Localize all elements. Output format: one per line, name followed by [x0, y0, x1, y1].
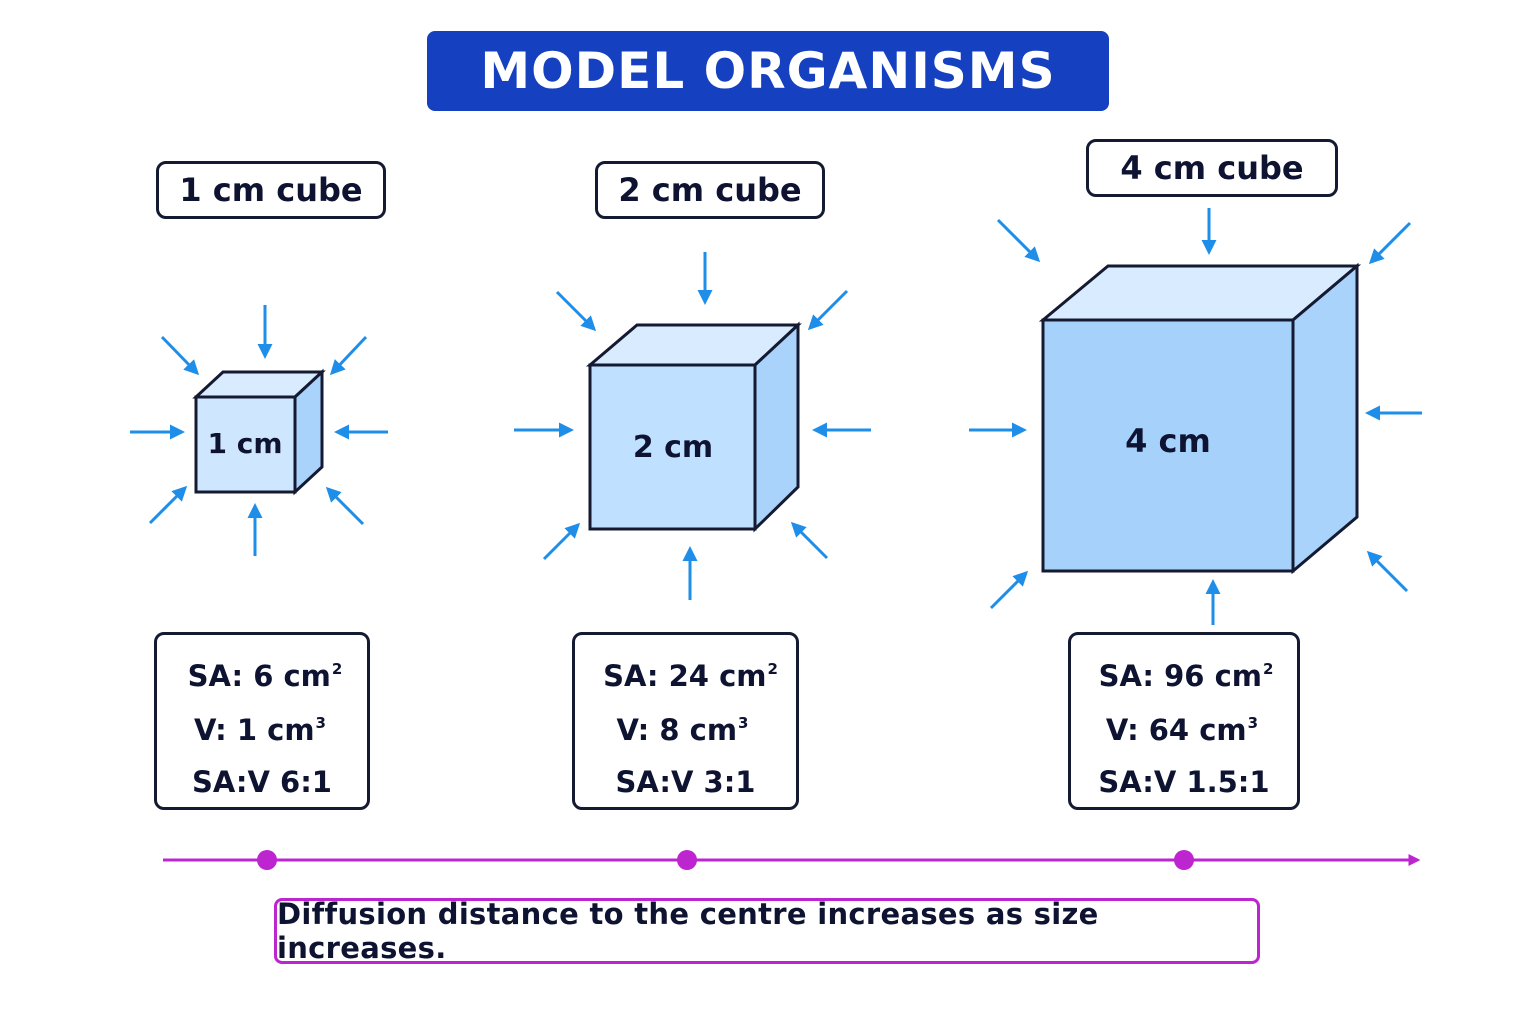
cube-1: 1 cm: [192, 368, 326, 496]
cube-2-stats: SA: 24 cm2 V: 8 cm3 SA:V 3:1: [572, 632, 799, 810]
diffusion-note: Diffusion distance to the centre increas…: [277, 897, 1099, 965]
cube-3-side-face: [1291, 262, 1359, 575]
cube-3-arrows: [969, 208, 1422, 625]
cube-1-volume: V: 1 cm3: [194, 713, 326, 747]
arrow-icon: [555, 290, 597, 332]
cube-3-surface-area: SA: 96 cm2: [1098, 659, 1274, 693]
cube-1-stats: SA: 6 cm2 V: 1 cm3 SA:V 6:1: [154, 632, 370, 810]
arrow-icon: [989, 570, 1029, 610]
arrow-icon: [790, 521, 829, 560]
cube-2-surface-area: SA: 24 cm2: [603, 659, 778, 693]
cube-3-name-box: 4 cm cube: [1086, 139, 1338, 197]
arrow-icon: [160, 335, 200, 376]
cube-3-side-label: 4 cm: [1125, 422, 1211, 460]
cube-1-name-box: 1 cm cube: [156, 161, 386, 219]
cube-3-front-face: [1041, 318, 1295, 573]
arrow-icon: [542, 522, 581, 561]
cube-2-side-label: 2 cm: [633, 430, 713, 465]
cube-3: 4 cm: [1038, 262, 1362, 575]
cube-1-front-face: [194, 395, 297, 494]
arrow-icon: [1368, 221, 1412, 265]
cube-1-name: 1 cm cube: [179, 171, 363, 209]
arrow-icon: [807, 289, 849, 331]
timeline-dot-1: [257, 850, 277, 870]
cube-1-side-label: 1 cm: [207, 427, 282, 460]
cube-3-volume: V: 64 cm3: [1105, 713, 1259, 747]
cube-2: 2 cm: [585, 321, 802, 533]
cube-3-stats: SA: 96 cm2 V: 64 cm3 SA:V 1.5:1: [1068, 632, 1300, 810]
cube-1-surface-area: SA: 6 cm2: [187, 659, 343, 693]
cube-2-name-box: 2 cm cube: [595, 161, 825, 219]
cube-3-ratio: SA:V 1.5:1: [1098, 765, 1270, 799]
cube-3-name: 4 cm cube: [1120, 149, 1304, 187]
diffusion-note-box: Diffusion distance to the centre increas…: [274, 897, 1260, 965]
size-timeline: [163, 850, 1421, 870]
page-title: MODEL ORGANISMS: [480, 42, 1056, 100]
cube-2-front-face: [588, 363, 757, 531]
arrow-icon: [329, 335, 368, 376]
cube-1-ratio: SA:V 6:1: [192, 765, 332, 799]
timeline-dot-3: [1174, 850, 1194, 870]
cube-1-arrows: [130, 305, 388, 556]
arrow-icon: [325, 486, 365, 526]
cube-2-arrows: [514, 252, 871, 600]
title-banner: MODEL ORGANISMS: [427, 31, 1109, 111]
arrow-icon: [1366, 550, 1409, 593]
cube-2-volume: V: 8 cm3: [616, 713, 749, 747]
arrow-icon: [996, 218, 1041, 263]
arrow-icon: [148, 485, 188, 525]
timeline-dot-2: [677, 850, 697, 870]
cube-2-name: 2 cm cube: [618, 171, 802, 209]
cube-2-ratio: SA:V 3:1: [615, 765, 756, 799]
